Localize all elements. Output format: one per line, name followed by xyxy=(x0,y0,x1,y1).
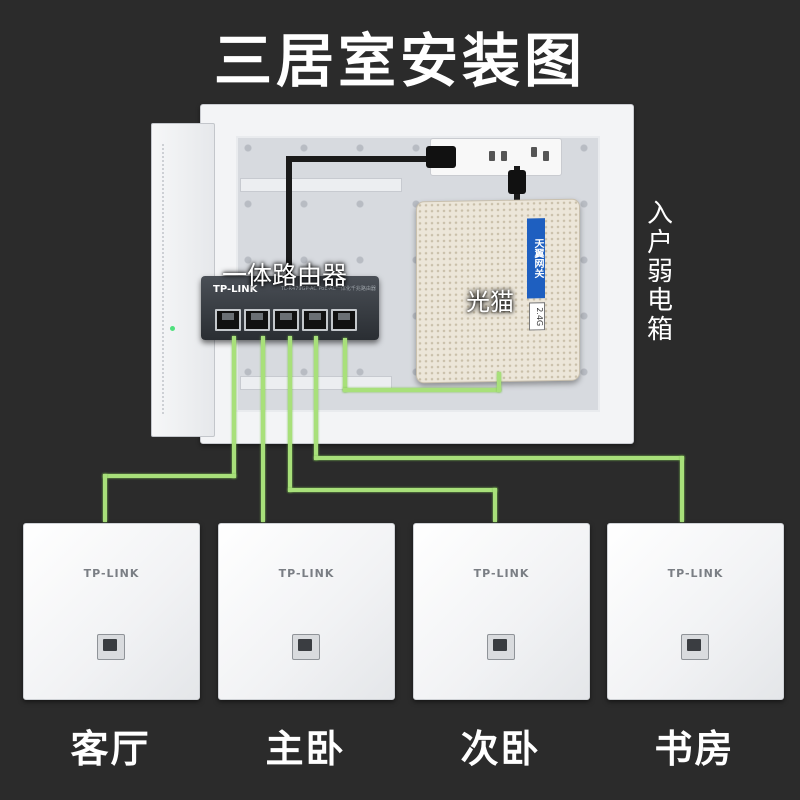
rj45-port-icon xyxy=(97,634,125,660)
box-label: 入户弱电箱 xyxy=(646,199,673,345)
room-label-second-bedroom: 次卧 xyxy=(460,727,541,771)
router-model-text: TL-R479GP-AC PoE·AC一体化千兆路由器 xyxy=(281,286,376,292)
mount-bracket xyxy=(240,178,402,192)
ethernet-port xyxy=(273,309,299,331)
router-device: TP-LINK TL-R479GP-AC PoE·AC一体化千兆路由器 xyxy=(201,276,379,340)
lan-cable-second-bedroom xyxy=(493,488,497,522)
ethernet-port xyxy=(244,309,270,331)
uplink-cable xyxy=(343,388,501,392)
rj45-port-icon xyxy=(681,634,709,660)
uplink-cable xyxy=(497,372,501,392)
power-cable xyxy=(286,156,292,278)
lan-cable-living-room xyxy=(103,474,107,522)
ethernet-port xyxy=(302,309,328,331)
door-rail xyxy=(162,144,178,414)
lan-cable-study xyxy=(680,456,684,522)
ethernet-port xyxy=(215,309,241,331)
room-label-master-bedroom: 主卧 xyxy=(265,727,346,771)
router-logo: TP-LINK xyxy=(213,284,258,295)
power-cable xyxy=(288,156,438,162)
ethernet-port xyxy=(331,309,357,331)
modem-band-badge: 2.4G xyxy=(529,302,545,331)
lan-cable-living-room xyxy=(232,336,236,478)
panel-logo: TP-LINK xyxy=(83,567,140,580)
panel-logo: TP-LINK xyxy=(278,567,335,580)
router-label: 一体路由器 xyxy=(222,261,348,290)
wall-ap-panel: TP-LINK xyxy=(413,523,590,700)
modem-brand: 天翼网关 xyxy=(527,218,545,299)
room-label-living-room: 客厅 xyxy=(70,727,151,771)
lan-cable-master-bedroom xyxy=(261,336,265,522)
page-title: 三居室安装图 xyxy=(213,27,586,95)
modem-label: 光猫 xyxy=(466,288,514,316)
status-led xyxy=(170,326,175,331)
rj45-port-icon xyxy=(292,634,320,660)
lan-cable-living-room xyxy=(103,474,236,478)
lan-cable-second-bedroom xyxy=(288,336,292,492)
panel-logo: TP-LINK xyxy=(667,567,724,580)
panel-logo: TP-LINK xyxy=(473,567,530,580)
lan-cable-study xyxy=(314,456,684,460)
uplink-cable xyxy=(343,338,347,392)
lan-cable-study xyxy=(314,336,318,460)
room-label-study: 书房 xyxy=(654,727,735,771)
lan-cable-second-bedroom xyxy=(288,488,497,492)
rj45-port-icon xyxy=(487,634,515,660)
wall-ap-panel: TP-LINK xyxy=(23,523,200,700)
wall-ap-panel: TP-LINK xyxy=(218,523,395,700)
wall-ap-panel: TP-LINK xyxy=(607,523,784,700)
power-plug xyxy=(508,170,526,194)
power-plug xyxy=(426,146,456,168)
power-socket xyxy=(430,138,562,176)
